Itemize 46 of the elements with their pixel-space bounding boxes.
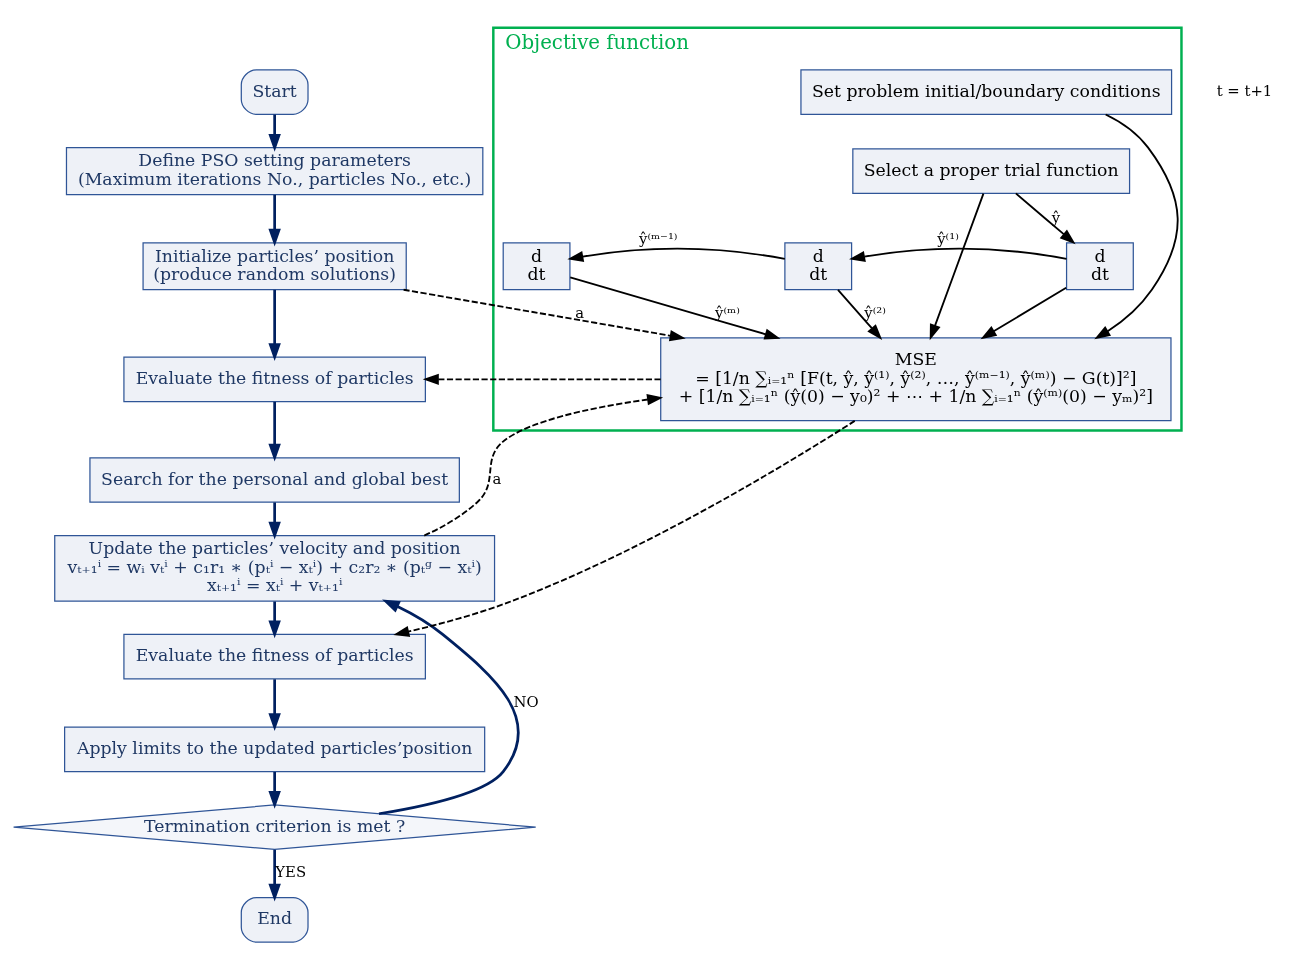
arrow — [929, 192, 985, 340]
arrow — [268, 771, 281, 809]
edge-label: a — [492, 469, 502, 487]
node-box: End — [240, 896, 309, 943]
node-box: Evaluate the fitness of particles — [123, 355, 426, 402]
arrow — [393, 419, 856, 637]
arrow — [402, 288, 686, 341]
node-box: d dt — [784, 241, 853, 290]
arrow — [378, 598, 520, 815]
edge-label: ŷ⁽ᵐ⁾ — [715, 303, 740, 321]
arrow — [268, 114, 281, 152]
arrow — [849, 247, 1068, 262]
node-box: Apply limits to the updated particles’position — [64, 725, 486, 772]
node-box: Start — [240, 68, 309, 115]
arrow — [268, 601, 281, 638]
node-box: Update the particles’ velocity and position vₜ₊₁ⁱ = wᵢ vₜⁱ + c₁r₁ ∗ (pₜⁱ − xₜⁱ) + c₂r₂ ∗ (pₜᵍ − xₜⁱ) xₜ₊₁ⁱ = xₜⁱ + vₜ₊₁ⁱ — [54, 534, 496, 602]
arrow — [837, 288, 883, 340]
arrow — [268, 194, 281, 247]
arrow — [423, 393, 664, 536]
node-box: Search for the personal and global best — [89, 456, 460, 503]
arrow — [1094, 113, 1179, 339]
node-diamond: Termination criterion is met ? — [12, 803, 537, 850]
node-box: Initialize particles’ position (produce random solutions) — [142, 241, 407, 290]
arrow — [268, 849, 281, 901]
arrow — [422, 373, 662, 385]
edge-label: ŷ⁽²⁾ — [864, 303, 886, 321]
edge-label: NO — [513, 692, 539, 710]
arrow — [980, 286, 1068, 339]
arrow — [268, 501, 281, 540]
node-box: Select a proper trial function — [852, 147, 1131, 194]
label: t = t+1 — [1216, 81, 1273, 99]
edge-label: ŷ⁽¹⁾ — [937, 229, 959, 247]
edge-label: a — [575, 303, 585, 321]
arrow — [567, 247, 786, 262]
arrow — [268, 401, 281, 462]
arrow — [1014, 191, 1076, 244]
arrow — [569, 275, 781, 340]
edge-label: ŷ⁽ᵐ⁻¹⁾ — [639, 229, 678, 247]
node-box: Define PSO setting parameters (Maximum iterations No., particles No., etc.) — [65, 146, 484, 195]
arrow — [268, 289, 281, 361]
node-box: Evaluate the fitness of particles — [123, 633, 426, 680]
arrow — [268, 678, 281, 731]
node-box: d dt — [1065, 241, 1134, 290]
node-box: MSE = [1/n ∑ᵢ₌₁ⁿ [F(t, ŷ, ŷ⁽¹⁾, ŷ⁽²⁾, …, ŷ⁽ᵐ⁻¹⁾, ŷ⁽ᵐ⁾) − G(t)]²] + [1/n ∑ᵢ₌₁ⁿ (ŷ(0) − y₀)² + ⋯ + 1/n ∑ᵢ₌₁ⁿ (ŷ⁽ᵐ⁾(0) − yₘ)²] — [660, 336, 1172, 421]
node-box: d dt — [502, 241, 571, 290]
node-box: Set problem initial/boundary conditions — [800, 68, 1173, 115]
